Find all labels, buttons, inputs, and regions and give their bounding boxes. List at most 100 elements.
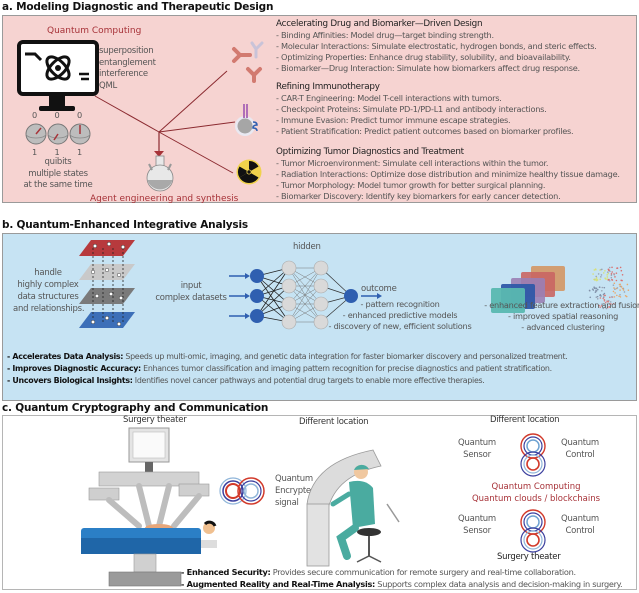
scatter-point	[625, 295, 628, 298]
scatter-point	[609, 301, 612, 303]
scatter-point	[614, 288, 616, 291]
section-a-title: a. Modeling Diagnostic and Therapeutic D…	[2, 1, 274, 13]
scatter-point	[595, 278, 598, 281]
scatter-point	[614, 276, 616, 278]
scatter-point	[589, 296, 592, 299]
different-location-label: Different location	[299, 417, 369, 427]
quantum-computing-label: Quantum Computing	[47, 26, 142, 36]
feature-maps-icon	[491, 266, 565, 313]
scatter-point	[592, 289, 595, 291]
scatter-point	[613, 287, 615, 289]
bullet-item: - Immune Evasion: Predict tumor immune e…	[276, 115, 511, 125]
ring	[526, 533, 540, 547]
quantum-control-label: Quantum Control	[561, 514, 599, 536]
scatter-point	[599, 293, 602, 296]
scatter-point	[594, 291, 597, 293]
scatter-point	[613, 296, 616, 298]
scatter-point	[601, 286, 604, 289]
ring	[520, 451, 546, 477]
antibody-icon	[232, 41, 264, 83]
scatter-point	[595, 279, 598, 282]
outcome-arrowhead	[377, 293, 382, 299]
scatter-point	[604, 294, 607, 297]
group-heading: Optimizing Tumor Diagnostics and Treatme…	[276, 147, 464, 157]
scatter-point	[603, 292, 606, 295]
drug-design-group: Accelerating Drug and Biomarker—Driven D…	[276, 19, 597, 74]
scatter-point	[619, 293, 621, 296]
remote-surgeon-console-illustration	[306, 449, 400, 567]
benefit-item: - Enhanced Security: Provides secure com…	[181, 567, 576, 577]
group-heading: Accelerating Drug and Biomarker—Driven D…	[276, 19, 483, 29]
scatter-point	[623, 291, 626, 293]
neural-network-diagram	[229, 260, 382, 330]
c-benefits-list: - Enhanced Security: Provides secure com…	[181, 566, 623, 590]
bullet-item: - Patient Stratification: Predict patien…	[276, 126, 574, 136]
ring	[523, 530, 543, 550]
scatter-point	[598, 304, 600, 307]
nn-edge	[256, 267, 290, 317]
scatter-point	[593, 286, 595, 289]
scatter-point	[600, 295, 602, 297]
quantum-properties: superposition entanglement interference …	[99, 46, 156, 91]
radiation-icon	[236, 159, 262, 185]
scatter-point	[606, 276, 609, 278]
scatter-point	[612, 290, 615, 293]
encrypted-signal-icon	[219, 477, 265, 505]
scatter-point	[600, 274, 603, 276]
scatter-point	[612, 302, 615, 305]
nn-edge	[288, 267, 322, 305]
scatter-point	[606, 300, 608, 303]
bullet-item: - Radiation Interactions: Optimize dose …	[276, 169, 620, 179]
panel-modeling-design: Quantum Computing superposition entangle…	[2, 15, 637, 204]
scatter-point	[595, 296, 598, 299]
scatter-point	[620, 269, 623, 272]
scatter-point	[599, 278, 602, 281]
scatter-point	[608, 279, 611, 282]
feature-list: - enhanced feature extraction and fusion…	[484, 300, 639, 332]
quantum-link-rings-icon	[520, 433, 546, 477]
scatter-point	[619, 289, 621, 291]
scatter-point	[599, 297, 602, 299]
input-datasets-text: input complex datasets	[155, 281, 227, 303]
scatter-point	[616, 267, 618, 270]
surgery-theater-label-2: Surgery theater	[497, 552, 561, 562]
scatter-point	[621, 287, 624, 290]
scatter-point	[604, 301, 607, 304]
input-arrowhead	[245, 273, 250, 279]
scatter-point	[620, 279, 622, 282]
scatter-point	[603, 296, 605, 298]
scatter-point	[619, 266, 622, 269]
quantum-computing-clouds-label: Quantum Computing Quantum clouds / block…	[471, 482, 601, 504]
agent-engineering-label: Agent engineering and synthesis	[90, 194, 239, 204]
input-node	[250, 289, 264, 303]
scatter-point	[607, 272, 610, 275]
hidden-node	[313, 296, 329, 312]
flask-icon	[146, 155, 174, 192]
input-node	[250, 309, 264, 323]
scatter-point	[602, 297, 605, 300]
scatter-point	[595, 276, 598, 279]
bullet-item: - Tumor Morphology: Model tumor growth f…	[276, 180, 546, 190]
computer-atom-icon	[17, 40, 99, 111]
quantum-sensor-label: Quantum Sensor	[458, 514, 496, 536]
hidden-node	[313, 278, 329, 294]
bullet-item: - Molecular Interactions: Simulate elect…	[276, 41, 597, 51]
scatter-point	[611, 278, 613, 281]
output-node	[344, 289, 358, 303]
benefit-item: - Improves Diagnostic Accuracy: Enhances…	[7, 364, 552, 373]
scatter-point	[606, 306, 609, 309]
bullet-item: - Biomarker—Drug Interaction: Simulate h…	[276, 63, 580, 73]
hidden-node	[313, 314, 329, 330]
nn-edge	[288, 267, 322, 323]
input-node	[250, 269, 264, 283]
section-b-title: b. Quantum-Enhanced Integrative Analysis	[2, 219, 248, 231]
ring	[526, 457, 540, 471]
scatter-point	[606, 278, 608, 280]
scatter-point	[622, 289, 625, 291]
benefit-item: - Accelerates Data Analysis: Speeds up m…	[7, 352, 568, 361]
group-heading: Refining Immunotherapy	[276, 82, 380, 92]
input-arrowhead	[245, 313, 250, 319]
scatter-point	[596, 298, 599, 300]
scatter-point	[600, 305, 603, 307]
nn-edge	[288, 285, 322, 323]
